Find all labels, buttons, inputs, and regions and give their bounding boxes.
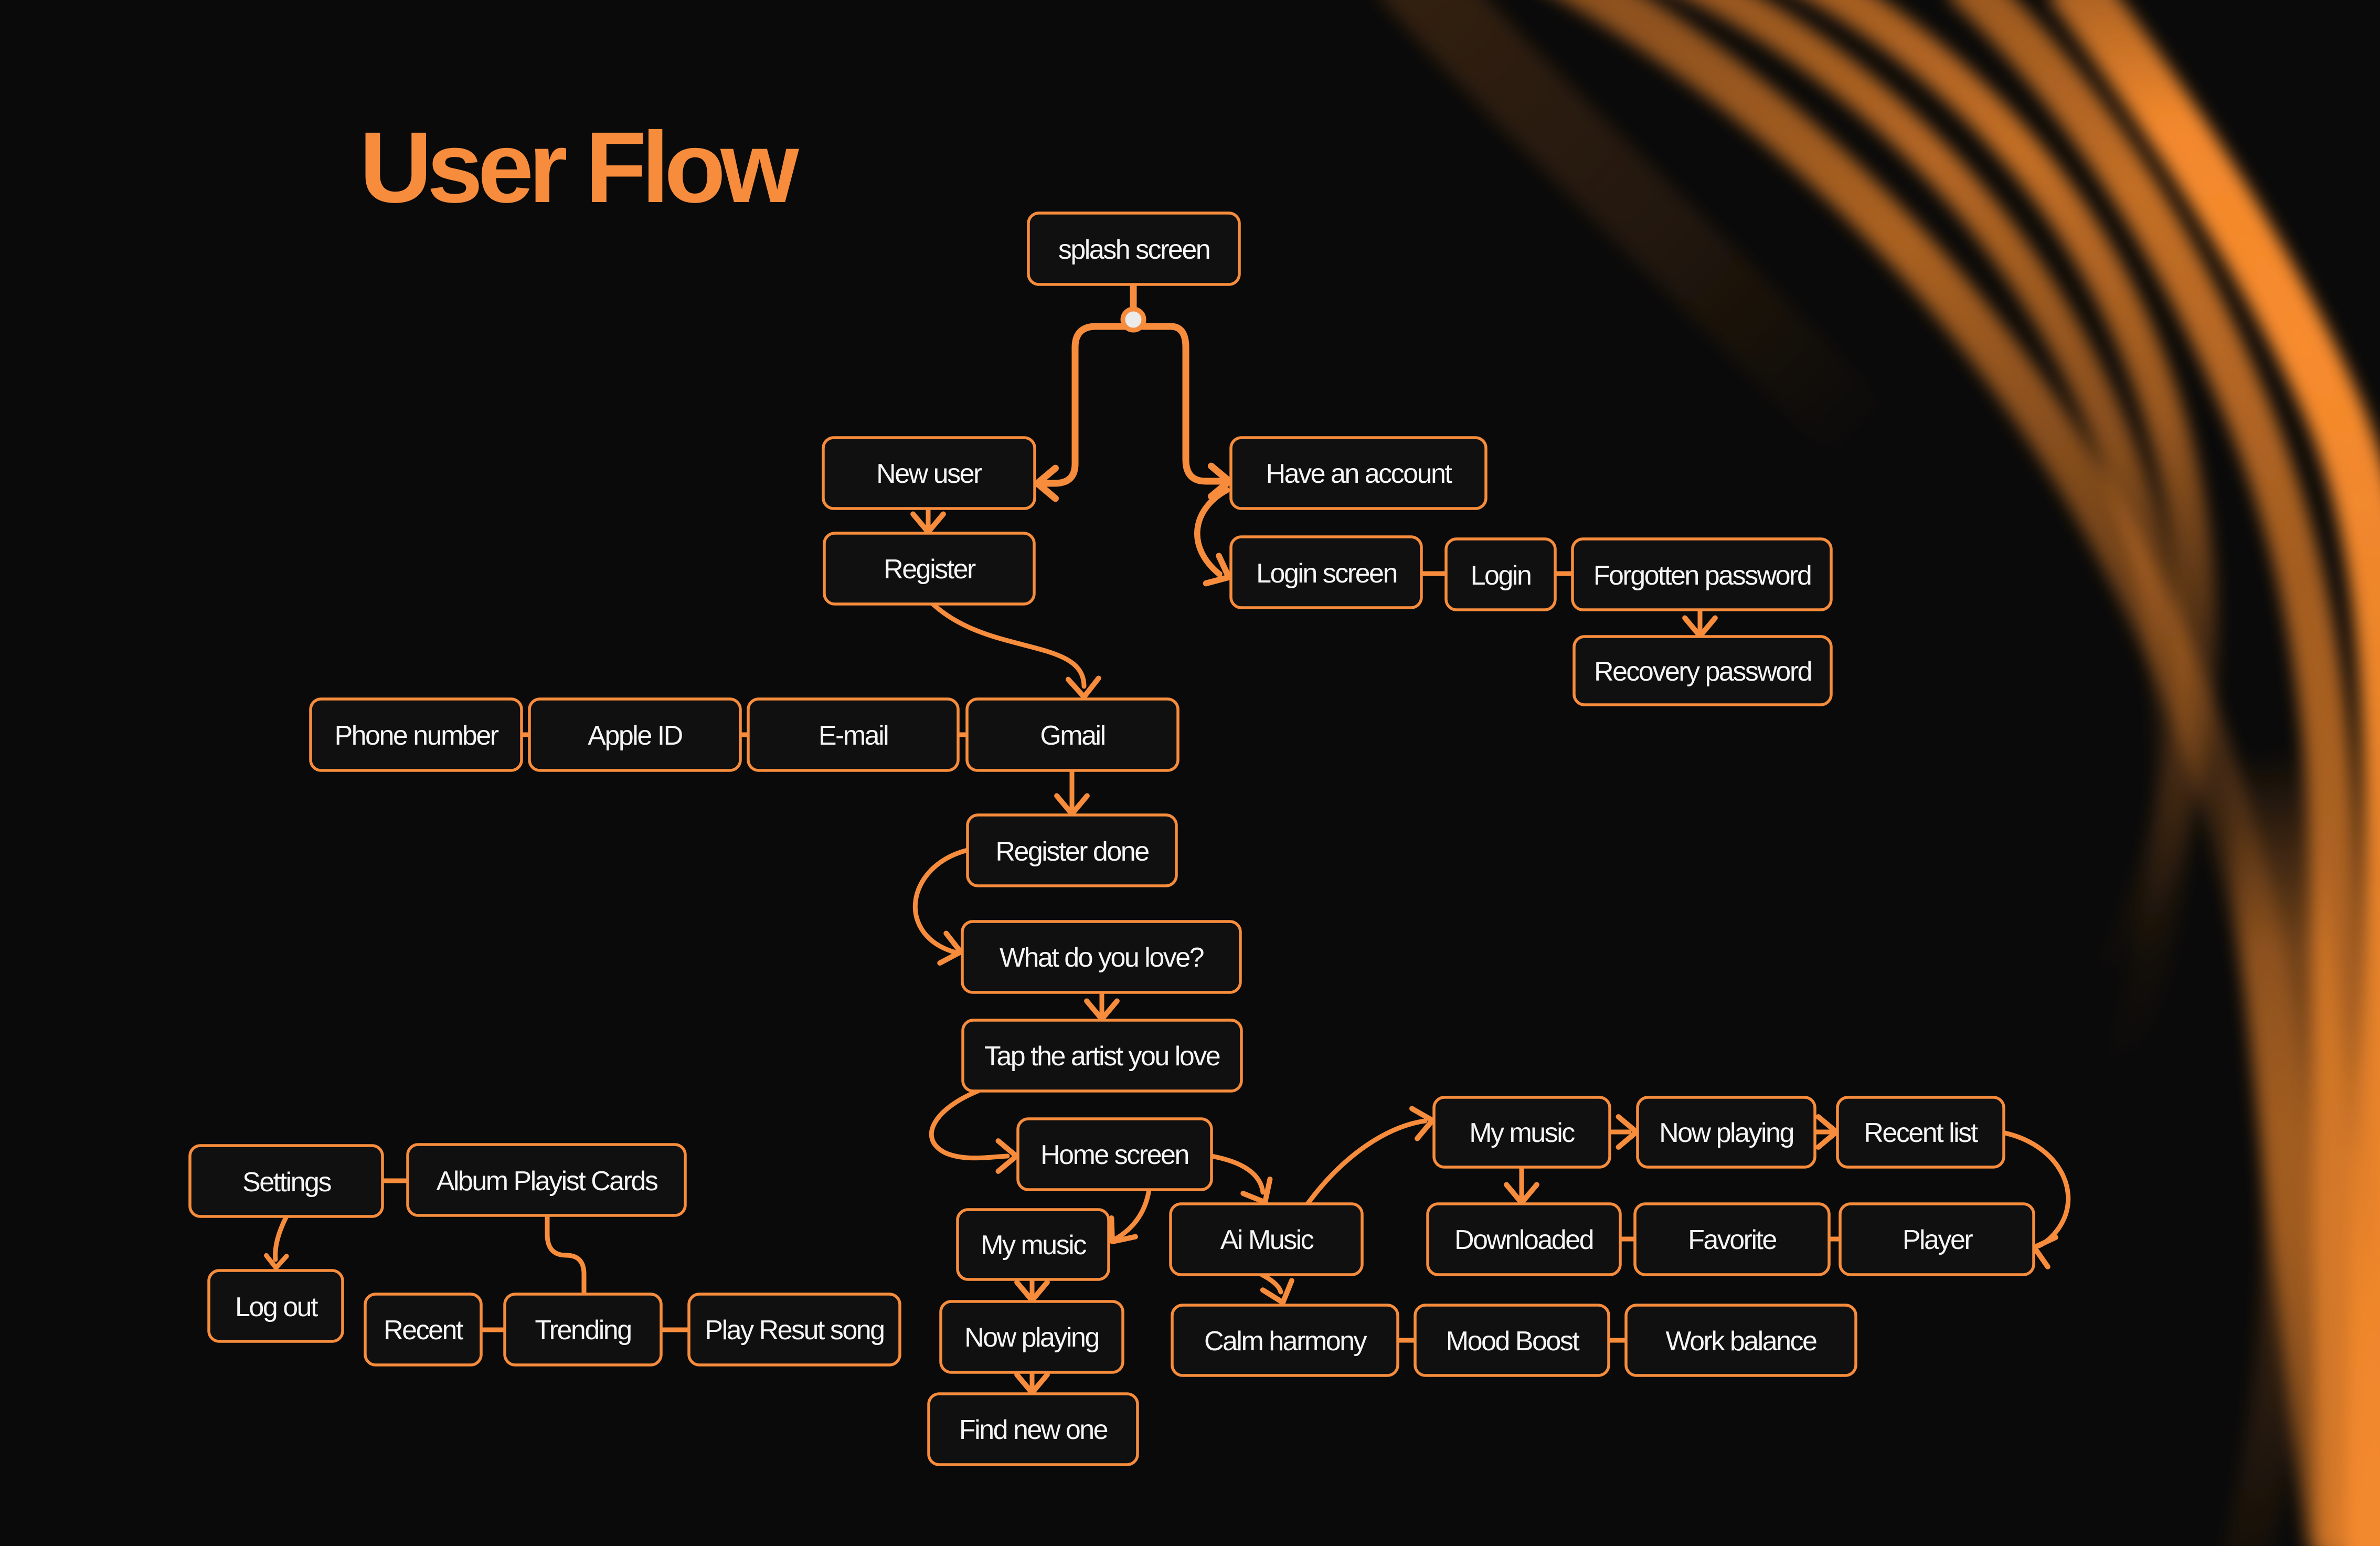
svg-text:splash screen: splash screen: [1058, 235, 1209, 265]
svg-text:E-mail: E-mail: [819, 721, 888, 751]
svg-text:Phone number: Phone number: [334, 721, 498, 751]
svg-text:Album Playist Cards: Album Playist Cards: [437, 1166, 658, 1196]
svg-text:Register done: Register done: [995, 836, 1149, 867]
svg-text:Now playing: Now playing: [1659, 1118, 1793, 1148]
svg-text:Now playing: Now playing: [964, 1322, 1099, 1353]
svg-text:Downloaded: Downloaded: [1454, 1225, 1593, 1255]
svg-text:Gmail: Gmail: [1040, 721, 1104, 751]
svg-text:Settings: Settings: [242, 1167, 331, 1198]
svg-text:Mood Boost: Mood Boost: [1446, 1326, 1580, 1357]
svg-text:Calm harmony: Calm harmony: [1204, 1326, 1367, 1357]
svg-text:Log out: Log out: [235, 1292, 318, 1322]
svg-text:Tap the artist you love: Tap the artist you love: [984, 1041, 1220, 1072]
svg-text:Forgotten password: Forgotten password: [1593, 560, 1811, 591]
svg-text:User Flow: User Flow: [359, 111, 799, 224]
svg-text:Register: Register: [884, 554, 976, 585]
svg-text:Play Resut song: Play Resut song: [705, 1315, 884, 1346]
svg-text:Favorite: Favorite: [1688, 1225, 1776, 1255]
svg-text:Login screen: Login screen: [1256, 558, 1397, 589]
svg-text:Find new one: Find new one: [959, 1415, 1108, 1445]
svg-text:My music: My music: [1469, 1118, 1575, 1148]
svg-text:Trending: Trending: [535, 1315, 631, 1346]
svg-text:Login: Login: [1471, 560, 1531, 591]
svg-text:What do you love?: What do you love?: [1000, 943, 1204, 973]
svg-text:Recent: Recent: [384, 1315, 464, 1346]
svg-text:Have an account: Have an account: [1266, 459, 1453, 489]
svg-text:Apple ID: Apple ID: [588, 721, 682, 751]
svg-text:Home screen: Home screen: [1040, 1140, 1188, 1170]
svg-text:Recovery password: Recovery password: [1594, 656, 1811, 687]
svg-text:Player: Player: [1903, 1225, 1973, 1255]
svg-text:New user: New user: [876, 459, 982, 489]
svg-text:My music: My music: [981, 1230, 1086, 1261]
svg-text:Work balance: Work balance: [1666, 1326, 1817, 1357]
svg-text:Recent list: Recent list: [1864, 1118, 1978, 1148]
svg-text:Ai Music: Ai Music: [1220, 1225, 1314, 1255]
